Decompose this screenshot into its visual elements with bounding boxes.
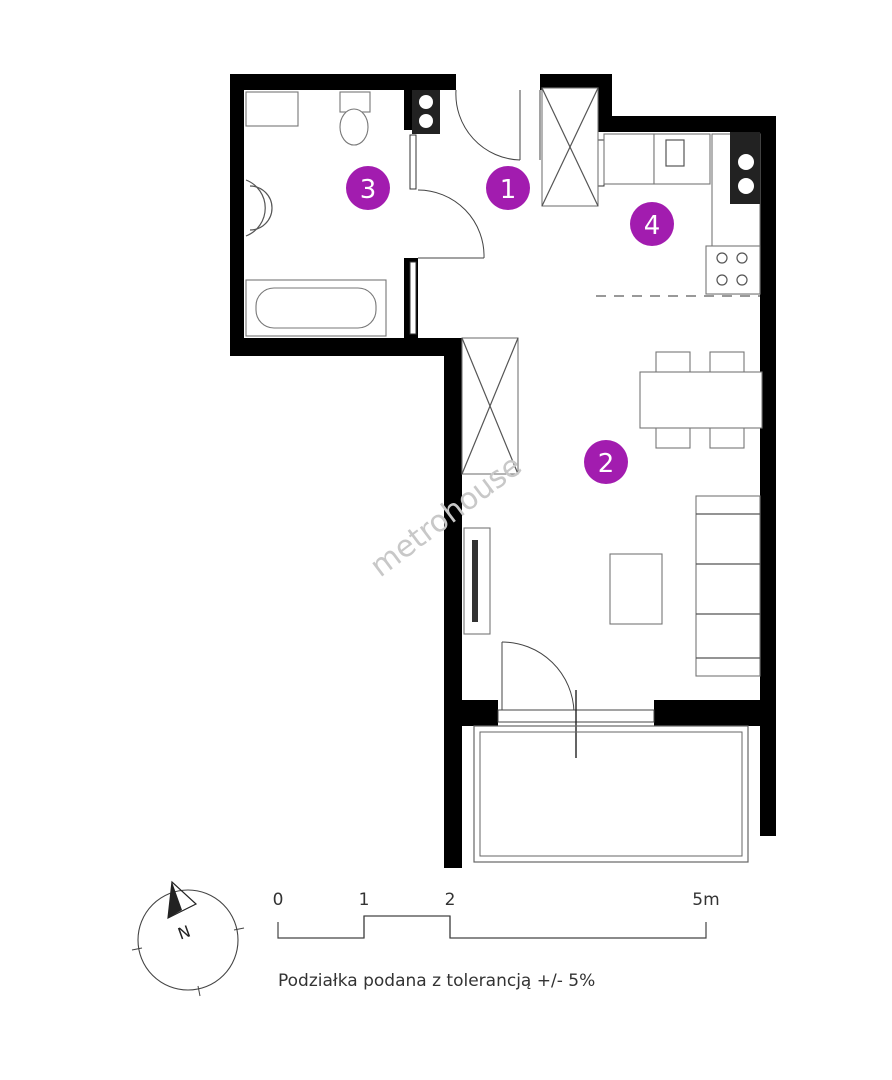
kitchen xyxy=(596,132,761,297)
room-number: 4 xyxy=(644,211,661,241)
entry-door xyxy=(455,89,541,161)
room-number: 1 xyxy=(500,175,517,205)
room-number: 3 xyxy=(360,175,377,205)
bathroom-door xyxy=(417,189,485,259)
washing-machine xyxy=(245,91,299,127)
room-marker-3: 3 xyxy=(346,166,390,210)
scale-caption: Podziałka podana z tolerancją +/- 5% xyxy=(278,971,595,991)
compass-label: N xyxy=(175,922,193,944)
room-marker-4: 4 xyxy=(630,202,674,246)
dining-table xyxy=(639,351,763,449)
scale-bar: 0 1 2 5m Podziałka podana z tolerancją +… xyxy=(273,890,720,991)
stove xyxy=(705,245,761,295)
balcony xyxy=(473,725,749,863)
coffee-table xyxy=(609,553,663,625)
scale-tick-label: 5m xyxy=(692,890,719,910)
sink xyxy=(245,179,266,237)
toilet-bowl xyxy=(339,108,369,146)
room-number: 2 xyxy=(598,449,615,479)
bathroom-fixtures xyxy=(245,90,440,337)
sofa xyxy=(695,495,761,677)
tv-unit xyxy=(463,527,491,635)
scale-tick-label: 0 xyxy=(273,890,284,910)
wardrobe-entry xyxy=(541,87,599,207)
room-marker-2: 2 xyxy=(584,440,628,484)
scale-tick-label: 1 xyxy=(359,890,370,910)
kitchen-sink xyxy=(653,133,711,185)
counter xyxy=(603,133,655,185)
wardrobe-living xyxy=(461,337,519,475)
walls xyxy=(230,74,776,868)
compass: N xyxy=(131,880,245,997)
scale-tick-label: 2 xyxy=(445,890,456,910)
room-marker-1: 1 xyxy=(486,166,530,210)
balcony-door xyxy=(497,641,655,758)
